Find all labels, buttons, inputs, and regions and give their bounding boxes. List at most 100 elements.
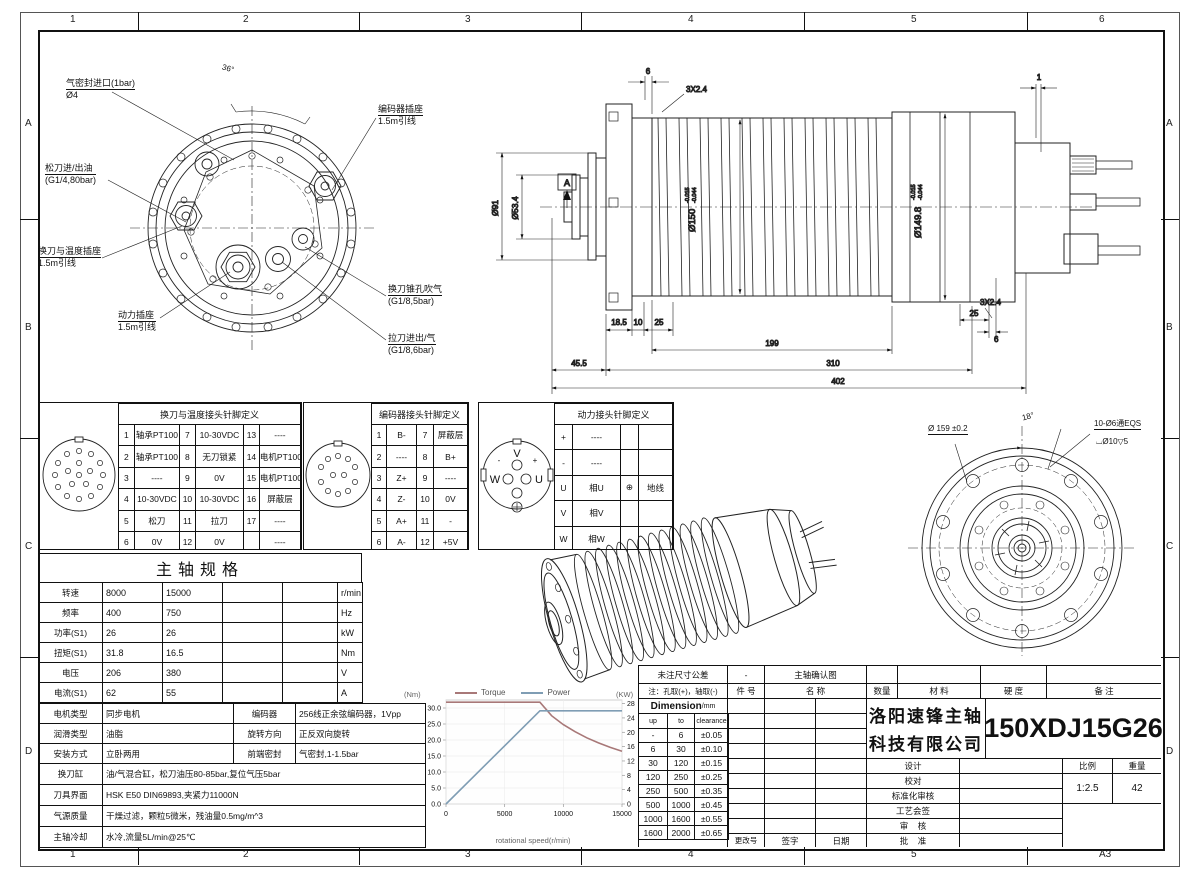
table-cell: ---- bbox=[571, 449, 621, 476]
line bbox=[727, 743, 866, 744]
table-cell: 前端密封 bbox=[233, 743, 296, 764]
dim-402: 402 bbox=[831, 377, 845, 386]
table-cell: 7 bbox=[415, 423, 434, 447]
table-cell: 206 bbox=[102, 662, 163, 683]
leader-air-seal: 气密封进口(1bar) Ø4 bbox=[66, 78, 136, 100]
tol-note: 注：孔取(+)，轴取(-) bbox=[648, 686, 718, 696]
weight-label: 重量 bbox=[1128, 760, 1146, 771]
table-cell: 松刀 bbox=[133, 509, 180, 532]
zone-label: 4 bbox=[688, 849, 694, 860]
table-cell: 17 bbox=[242, 509, 260, 532]
rear-bolt-holes bbox=[936, 458, 1108, 638]
legend-power-label: Power bbox=[547, 688, 571, 697]
table-cell bbox=[637, 525, 673, 549]
zone-label: A bbox=[1166, 118, 1173, 129]
zone-label: 1 bbox=[70, 14, 76, 25]
leader-temp-socket: 换刀与温度插座 1.5m引线 bbox=[38, 246, 102, 268]
table-cell: 500 bbox=[638, 797, 668, 813]
table-cell: 主轴冷却 bbox=[38, 826, 103, 848]
table-cell: 轴承PT100 bbox=[133, 423, 180, 447]
leader-taper-blow: 换刀锥孔吹气 (G1/8,5bar) bbox=[388, 284, 443, 306]
chart-tick-label: 16 bbox=[627, 744, 635, 751]
table-cell: 9 bbox=[415, 466, 434, 490]
table-cell: ±0.10 bbox=[694, 741, 729, 757]
svg-text:-0.015: -0.015 bbox=[685, 187, 691, 203]
table-cell: 电机类型 bbox=[38, 703, 103, 724]
table-cell: 14 bbox=[242, 445, 260, 468]
col-material: 材 料 bbox=[929, 686, 949, 696]
tol-col-up: up bbox=[638, 713, 668, 729]
table-cell bbox=[222, 602, 283, 623]
dim-rib-rear: 3X2.4 bbox=[980, 298, 1001, 307]
change-no-label: 更改号 bbox=[734, 836, 758, 845]
table-cell bbox=[619, 423, 639, 451]
table-cell: 120 bbox=[667, 755, 695, 771]
legend-power: Power bbox=[521, 688, 570, 697]
table-cell: 转速 bbox=[38, 582, 103, 603]
table-cell: 电机PT1000 bbox=[258, 445, 301, 468]
table-cell: 11 bbox=[178, 509, 196, 532]
torque-swatch bbox=[455, 691, 477, 694]
table-cell: 轴承PT100 bbox=[133, 445, 180, 468]
power-connector-icon: V W U - + bbox=[480, 438, 554, 513]
table-cell: Nm bbox=[337, 642, 363, 663]
sign-design: 设计 bbox=[904, 760, 922, 771]
scale-value: 1:2.5 bbox=[1076, 782, 1099, 794]
table-cell: 电流(S1) bbox=[38, 682, 103, 703]
line bbox=[1161, 219, 1179, 220]
table-cell: 16 bbox=[242, 488, 260, 511]
chart-legend: Torque Power bbox=[455, 688, 570, 697]
table-cell: W bbox=[553, 525, 573, 549]
table-cell: ±0.35 bbox=[694, 783, 729, 799]
line bbox=[138, 12, 139, 30]
sheet-size-label: A3 bbox=[1099, 849, 1112, 860]
line bbox=[897, 665, 898, 698]
table-cell bbox=[282, 622, 338, 643]
pin-table-temp-title: 换刀与温度接头针脚定义 bbox=[117, 403, 301, 425]
chart-tick-label: 5000 bbox=[497, 811, 513, 818]
table-cell: ±0.45 bbox=[694, 797, 729, 813]
legend-torque-label: Torque bbox=[481, 688, 506, 697]
table-cell: 1 bbox=[117, 423, 135, 447]
line bbox=[638, 683, 1161, 684]
table-cell: 8000 bbox=[102, 582, 163, 603]
line bbox=[764, 665, 765, 847]
table-cell: 0V bbox=[432, 488, 468, 511]
table-cell: ±0.25 bbox=[694, 769, 729, 785]
encoder-connector-icon bbox=[305, 440, 371, 508]
col-qty: 数量 bbox=[873, 686, 891, 696]
sign-review: 审 核 bbox=[899, 820, 927, 831]
zone-label: 2 bbox=[243, 14, 249, 25]
line bbox=[804, 12, 805, 30]
table-cell: 润滑类型 bbox=[38, 723, 103, 744]
table-cell: 干燥过滤，颗粒5微米，残油量0.5mg/m^3 bbox=[102, 805, 426, 827]
table-cell: 相V bbox=[571, 500, 621, 527]
line bbox=[1112, 758, 1113, 803]
table-cell: 气源质量 bbox=[38, 805, 103, 827]
svg-text:-0.044: -0.044 bbox=[692, 187, 698, 203]
chart-tick-label: 10000 bbox=[554, 811, 574, 818]
table-cell: 4 bbox=[370, 488, 387, 511]
sign-approve: 批 准 bbox=[899, 835, 927, 846]
connector-a bbox=[194, 151, 220, 177]
connector-f bbox=[265, 246, 291, 272]
zone-label: 5 bbox=[911, 14, 917, 25]
col-name: 名 称 bbox=[805, 686, 826, 696]
table-cell: 2 bbox=[370, 445, 387, 468]
line bbox=[959, 758, 960, 847]
table-cell: V bbox=[553, 500, 573, 527]
dim-d91: Ø91 bbox=[490, 200, 500, 216]
table-cell: 16.5 bbox=[162, 642, 223, 663]
power-pin-w: W bbox=[490, 474, 501, 486]
chart-shape bbox=[445, 709, 622, 805]
table-cell: 相U bbox=[571, 474, 621, 502]
chart-tick-label: 15000 bbox=[612, 811, 632, 818]
zone-label: 5 bbox=[911, 849, 917, 860]
line bbox=[1161, 438, 1179, 439]
line bbox=[581, 847, 582, 865]
dim-10: 10 bbox=[634, 318, 643, 327]
table-cell: 0V bbox=[133, 530, 180, 549]
